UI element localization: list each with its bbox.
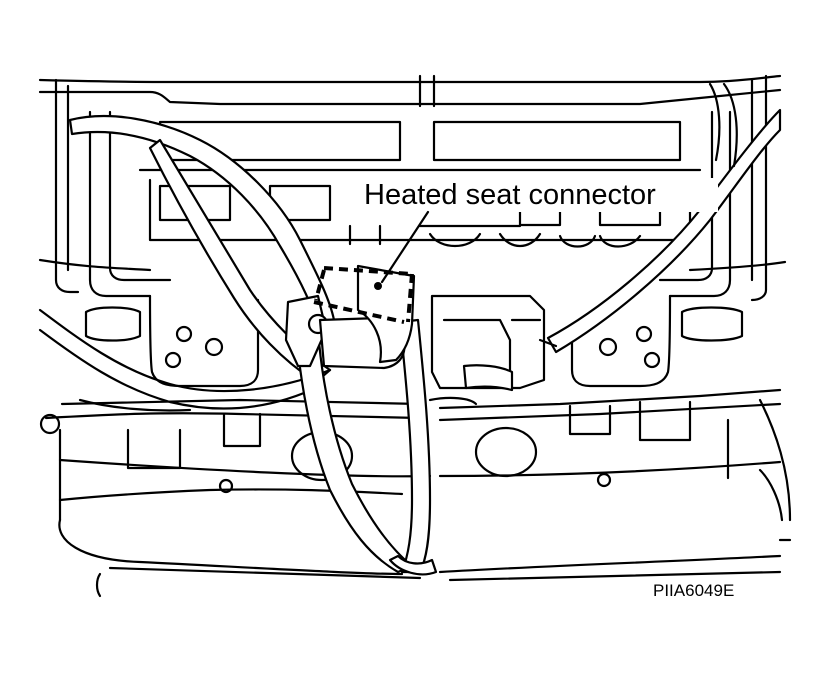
connector-assembly — [284, 82, 782, 392]
callout-label: Heated seat connector — [364, 179, 656, 211]
callout-label-background — [358, 178, 718, 212]
callout-leader-line — [380, 210, 430, 284]
seat-cross-member — [39, 388, 792, 522]
bracket-plate-left — [84, 294, 260, 388]
bracket-plate-right — [570, 294, 744, 388]
heated-seat-connector-callout: Heated seat connector — [358, 178, 718, 284]
harness-strap-middle — [294, 318, 478, 576]
seat-cushion — [58, 468, 792, 598]
figure-code: PIIA6049E — [653, 581, 734, 600]
seat-frame-sides — [38, 74, 787, 302]
